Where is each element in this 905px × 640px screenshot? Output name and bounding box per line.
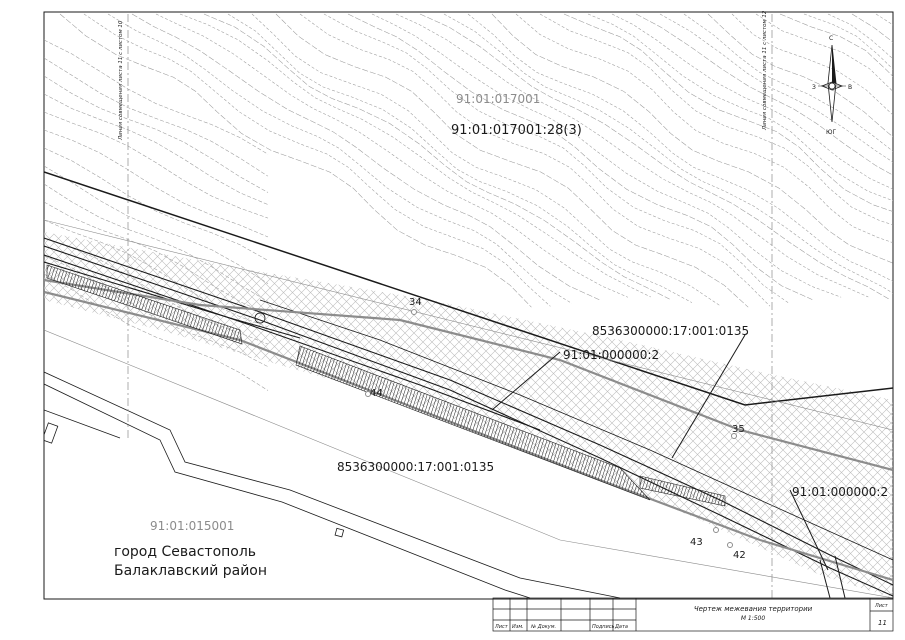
hatched-block-right: [639, 475, 726, 507]
label-road-right: 91:01:000000:2: [792, 485, 888, 499]
contour-line: [83, 13, 551, 307]
contour-line: [587, 13, 893, 202]
sheet-frame: [43, 11, 894, 600]
title-col-doc: № Докум.: [530, 624, 556, 630]
title-col-change: Изм.: [512, 624, 524, 630]
label-north-quarter: 91:01:017001: [456, 92, 540, 106]
match-line-left-label: Линия совмещения листа 11 с листом 10: [118, 20, 124, 141]
label-road-upper: 91:01:000000:2: [563, 348, 659, 362]
label-south-quarter: 91:01:015001: [150, 519, 234, 533]
road-lines: [44, 237, 893, 597]
road-junction: [789, 489, 846, 599]
label-north-parcel: 91:01:017001:28(3): [451, 123, 582, 138]
contour-line: [44, 111, 269, 219]
point-label-35: 35: [732, 424, 745, 435]
survey-mark: [254, 312, 266, 324]
title-scale: М 1:500: [741, 615, 766, 622]
hatched-block-main: [295, 345, 651, 501]
point-label-43: 43: [690, 537, 703, 548]
contour-line: [779, 13, 893, 77]
contour-line: [515, 13, 893, 244]
contour-line: [467, 13, 893, 282]
contour-line: [44, 39, 269, 155]
contour-line: [44, 201, 269, 315]
title-block: [492, 597, 894, 632]
contour-line: [107, 13, 572, 304]
north-arrow-icon: [818, 44, 846, 123]
contour-line: [563, 13, 893, 212]
compass-south: ЮГ: [826, 129, 836, 136]
contour-line: [851, 13, 893, 43]
contour-line: [44, 57, 269, 177]
title-col-sign: Подпись: [592, 624, 615, 630]
contour-line: [900, 14, 905, 306]
leader-lines: [491, 334, 746, 459]
point-label-42: 42: [733, 550, 746, 561]
contour-line: [131, 13, 600, 300]
guide-lines: [44, 219, 893, 599]
small-structure: [44, 422, 59, 444]
contour-line: [635, 13, 893, 176]
contour-line: [491, 13, 893, 264]
compass-east: В: [848, 84, 852, 91]
contour-line: [347, 13, 813, 300]
contour-line: [44, 129, 269, 238]
contour-line: [659, 13, 893, 163]
contour-line: [371, 13, 842, 298]
contour-line: [611, 13, 893, 190]
title-col-sheets: Лист: [494, 624, 509, 630]
compass-west: З: [812, 84, 816, 91]
southern-boundary: [44, 371, 621, 599]
contour-line: [755, 13, 893, 92]
title-sheet-label: Лист: [874, 603, 889, 609]
title-sheet-number: 11: [878, 619, 887, 627]
small-marker: [334, 527, 345, 538]
terrain-contours: [44, 13, 905, 391]
contour-line: [683, 13, 893, 152]
contour-line: [275, 13, 749, 308]
match-line-right-label: Линия совмещения листа 11 с листом 12: [762, 10, 768, 131]
contour-line: [419, 13, 890, 300]
point-label-44: 44: [370, 388, 383, 399]
contour-line: [44, 165, 269, 284]
label-strip-upper: 8536300000:17:001:0135: [592, 324, 749, 338]
contour-line: [707, 13, 893, 138]
label-strip-lower: 8536300000:17:001:0135: [337, 460, 494, 474]
contour-line: [395, 13, 869, 298]
contour-line: [44, 93, 269, 205]
contour-line: [731, 13, 893, 116]
contour-line: [803, 13, 893, 70]
contour-line: [203, 13, 670, 300]
contour-line: [44, 75, 269, 193]
label-district: Балаклавский район: [114, 563, 267, 579]
contour-line: [179, 13, 651, 298]
contour-line: [539, 13, 893, 226]
label-city: город Севастополь: [114, 544, 256, 560]
compass-north: С: [829, 35, 833, 42]
hatched-block-left: [46, 264, 243, 345]
contour-line: [251, 13, 721, 307]
title-drawing-name: Чертеж межевания территории: [694, 605, 813, 613]
contour-line: [875, 13, 893, 26]
point-markers: [365, 309, 737, 548]
contour-line: [44, 147, 269, 261]
title-col-date: Дата: [614, 624, 628, 630]
contour-line: [155, 13, 629, 298]
contour-line: [299, 13, 771, 307]
parcel-boundary-upper: [44, 171, 893, 406]
point-label-34: 34: [409, 297, 422, 308]
contour-line: [443, 13, 893, 294]
contour-line: [227, 13, 693, 303]
contour-line: [323, 13, 790, 304]
